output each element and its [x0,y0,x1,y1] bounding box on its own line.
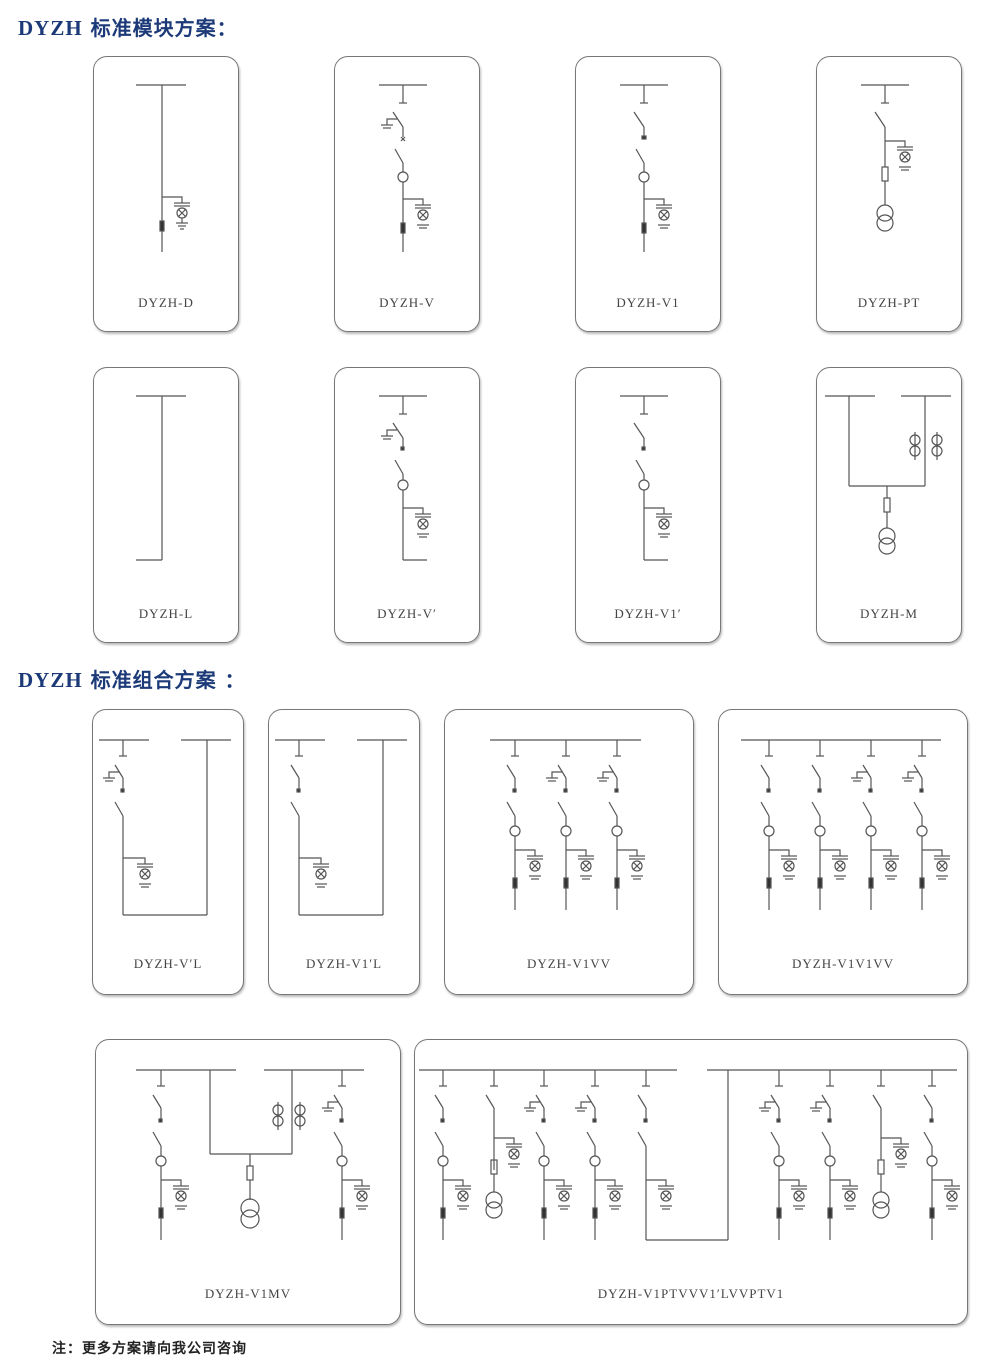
module-panel-l: DYZH-L [93,367,239,643]
diagram-v [379,84,431,252]
combo-label: DYZH-V1V1VV [792,956,894,971]
diagram-v1v1vv [741,739,950,910]
module-label: DYZH-M [860,606,918,621]
feeder-1 [506,740,543,910]
module-panel-pt: DYZH-PT [816,56,962,332]
module-label: DYZH-V [379,295,435,310]
combo-label: DYZH-V1MV [204,1286,292,1301]
diagram-vpl [99,739,231,916]
combo-label: DYZH-V1VV [526,956,612,971]
footnote: 注：更多方案请向我公司咨询 [52,1341,247,1357]
diagram-d [136,84,190,252]
diagram-v1 [620,84,672,252]
combo-panel-v1vv: DYZH-V1VV [444,709,694,995]
module-label: DYZH-D [138,295,194,310]
combo-label: DYZH-V1PTVVV1′LVVPTV1 [597,1286,785,1301]
feeder-left [152,1070,189,1240]
feeder-right [322,1070,370,1240]
feeder-1 [760,740,797,910]
feeder-3 [851,740,899,910]
feeder-2 [811,740,848,910]
module-panel-v: DYZH-V [334,56,480,332]
module-label: DYZH-V′ [377,606,437,621]
diagram-m [825,395,951,555]
combo-label: DYZH-V′L [133,956,203,971]
section-heading-modules: DYZH 标准模块方案： [18,12,238,41]
combo-panel-v1pl: DYZH-V1′L [268,709,420,995]
feeder-2 [546,740,594,910]
diagram-v1mv [136,1069,370,1240]
diagram-long [419,1069,960,1241]
module-panel-d: DYZH-D [93,56,239,332]
module-label: DYZH-V1′ [614,606,682,621]
module-label: DYZH-L [138,606,194,621]
combo-panel-long: DYZH-V1PTVVV1′LVVPTV1 [414,1039,968,1325]
module-panel-v1: DYZH-V1 [575,56,721,332]
feeder-3 [597,740,645,910]
diagram-v1pl [275,739,407,916]
diagram-pt [861,84,913,232]
combo-label: DYZH-V1′L [305,956,383,971]
heading-latin: DYZH [18,668,83,692]
diagram-v1-prime [620,395,672,561]
heading-title: 标准组合方案 ： [90,668,246,692]
heading-title: 标准模块方案： [90,16,238,40]
module-panel-m: DYZH-M [816,367,962,643]
diagram-l [136,395,186,561]
module-panel-v-prime: DYZH-V′ [334,367,480,643]
heading-latin: DYZH [18,16,83,40]
combo-panel-vpl: DYZH-V′L [92,709,244,995]
feeder-4 [902,740,950,910]
diagram-v1vv [490,739,645,910]
combo-panel-v1mv: DYZH-V1MV [95,1039,401,1325]
section-heading-combos: DYZH 标准组合方案 ： [18,664,246,693]
module-panel-v1-prime: DYZH-V1′ [575,367,721,643]
module-label: DYZH-PT [857,295,921,310]
combo-panel-v1v1vv: DYZH-V1V1VV [718,709,968,995]
module-label: DYZH-V1 [616,295,680,310]
diagram-v-prime [379,395,431,561]
